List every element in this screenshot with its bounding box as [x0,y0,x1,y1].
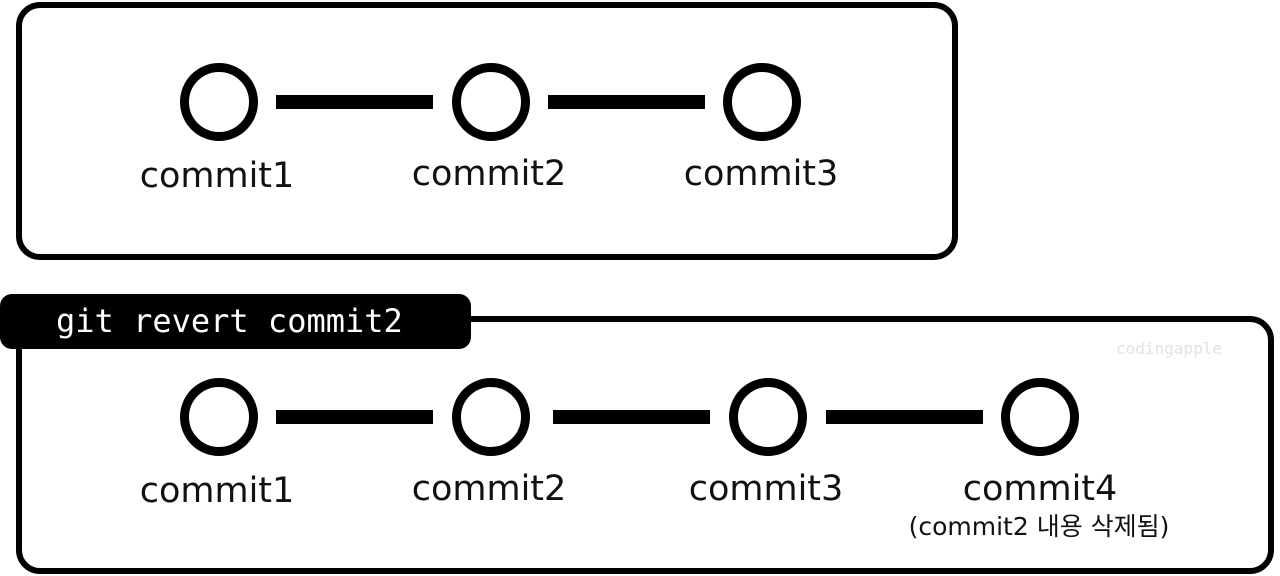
commit-node [729,378,807,456]
commit-node [723,63,801,141]
commit-link [548,95,705,109]
commit-node [1001,378,1079,456]
commit-label: commit1 [139,471,295,511]
commit-note: (commit2 내용 삭제됨) [908,512,1170,541]
commit-label: commit3 [688,469,844,509]
commit-label: commit3 [683,154,839,194]
commit-node [452,63,530,141]
commit-link [276,410,433,424]
commit-node [180,378,258,456]
watermark: codingapple [1116,339,1222,358]
commit-link [553,410,710,424]
commit-link [826,410,983,424]
commit-node [180,63,258,141]
commit-label: commit4 [962,469,1118,509]
commit-label: commit2 [411,469,567,509]
commit-label: commit1 [139,156,295,196]
git-command-label: git revert commit2 [0,294,471,349]
commit-label: commit2 [411,154,567,194]
commit-node [452,378,530,456]
commit-link [276,95,433,109]
